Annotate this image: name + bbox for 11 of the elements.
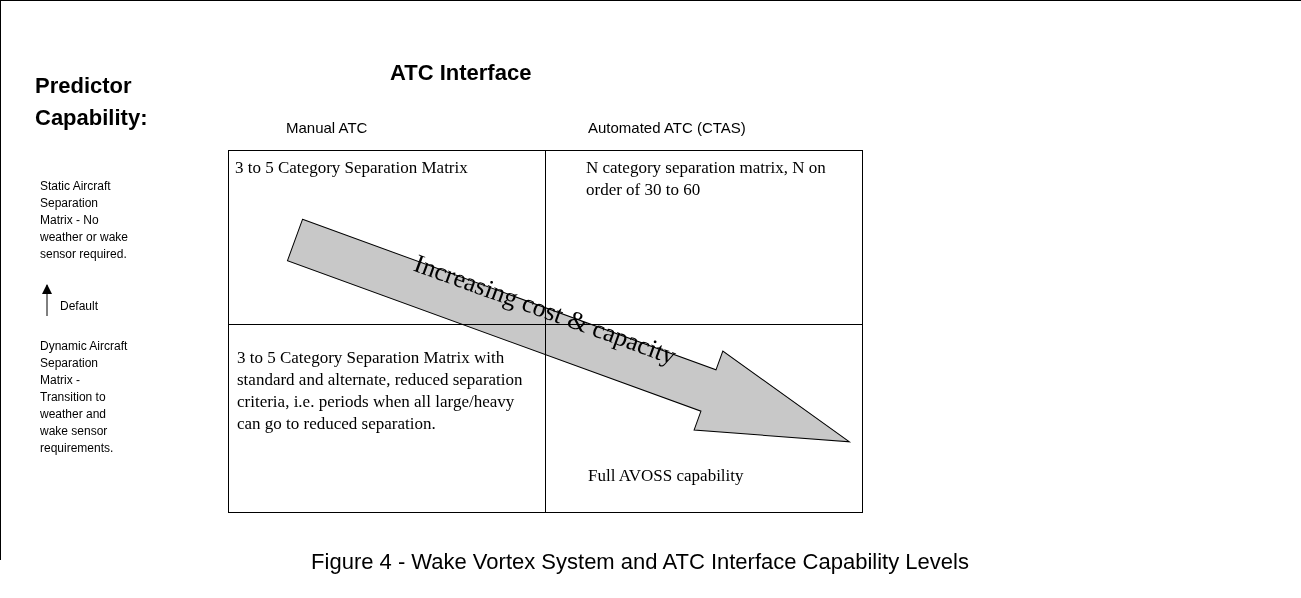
figure-caption: Figure 4 - Wake Vortex System and ATC Interface Capability Levels [311, 549, 969, 575]
block-arrow [287, 218, 850, 443]
side-note: Dynamic Aircraft Separation Matrix - Transition to weather and wake sensor requirements. [40, 338, 132, 457]
title: ATC Interface [390, 60, 532, 86]
side-note: Static Aircraft Separation Matrix - No weather or wake sensor required. [40, 178, 130, 263]
axis-title: Predictor Capability: [35, 72, 149, 132]
column-header: Manual ATC [286, 119, 368, 136]
arrow [42, 284, 52, 317]
edge-label: Default [60, 298, 99, 313]
column-header: Automated ATC (CTAS) [588, 119, 746, 136]
matrix-cell: 3 to 5 Category Separation Matrix with standard and alternate, reduced separation criteria, i.e. periods when all large/heavy can go to reduced separation. [228, 324, 546, 513]
